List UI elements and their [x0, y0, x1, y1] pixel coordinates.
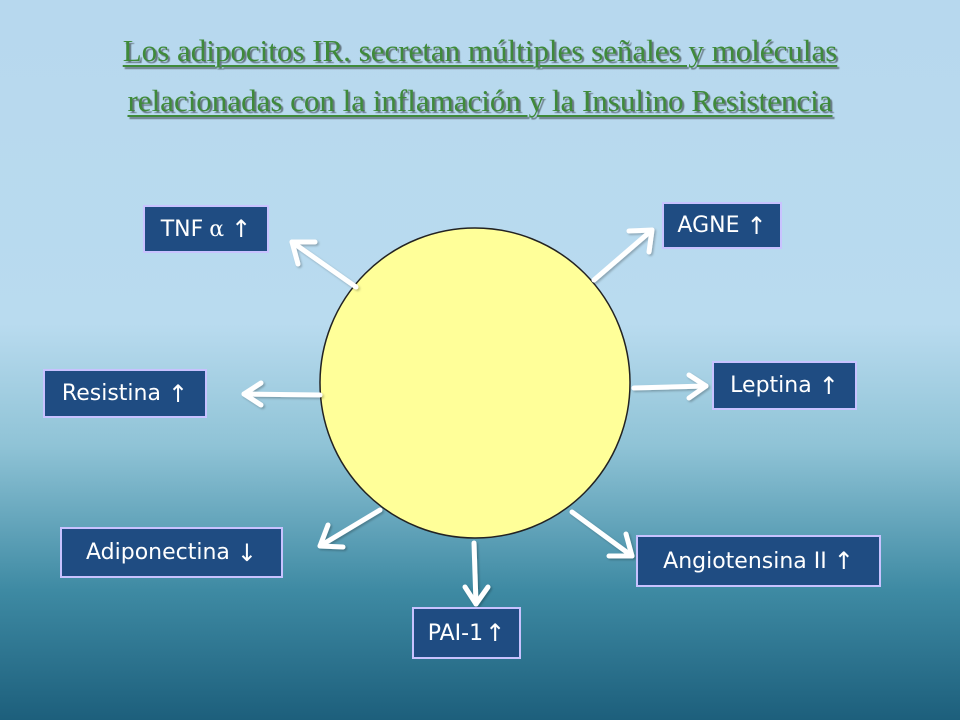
- arrow-to-agne: [591, 227, 655, 283]
- label-leptina: Leptina ↑: [712, 361, 857, 410]
- up-arrow-icon: ↑: [746, 211, 767, 240]
- arrow-to-tnf: [289, 239, 359, 290]
- down-arrow-icon: ↓: [236, 538, 257, 567]
- up-arrow-icon: ↑: [818, 371, 839, 400]
- alpha-symbol: α: [209, 216, 225, 242]
- arrow-to-adiponectina: [317, 507, 383, 550]
- arrow-to-resistina: [241, 380, 323, 408]
- label-adiponectina-text: Adiponectina: [85, 540, 230, 565]
- label-angiotensina-ii: Angiotensina II ↑: [636, 535, 881, 587]
- label-leptina-text: Leptina: [730, 373, 812, 398]
- arrow-to-leptina: [631, 372, 709, 401]
- adipocyte-circle: [319, 227, 631, 539]
- title-line-1: Los adipocitos IR. secretan múltiples se…: [122, 33, 838, 68]
- page-title: Los adipocitos IR. secretan múltiples se…: [0, 26, 960, 126]
- label-adiponectina: Adiponectina ↓: [60, 527, 283, 578]
- up-arrow-icon: ↑: [167, 379, 189, 408]
- label-resistina-text: Resistina: [61, 381, 161, 406]
- arrow-to-pai1: [462, 540, 491, 607]
- label-tnf-alpha: TNF α ↑: [143, 205, 269, 253]
- up-arrow-icon: ↑: [231, 215, 252, 243]
- label-agne-text: AGNE: [677, 213, 740, 238]
- up-arrow-icon: ↑: [833, 547, 854, 575]
- label-pai1-text: PAI-1: [427, 620, 484, 646]
- arrow-to-angiotensina: [569, 509, 635, 559]
- label-resistina: Resistina ↑: [43, 369, 207, 418]
- label-pai-1: PAI-1 ↑: [412, 607, 521, 659]
- label-tnf-text: TNF: [160, 216, 204, 242]
- label-angiotensina-text: Angiotensina II: [663, 548, 827, 574]
- up-arrow-icon: ↑: [485, 619, 506, 647]
- title-line-2: relacionadas con la inflamación y la Ins…: [127, 83, 833, 118]
- label-agne: AGNE ↑: [662, 202, 782, 249]
